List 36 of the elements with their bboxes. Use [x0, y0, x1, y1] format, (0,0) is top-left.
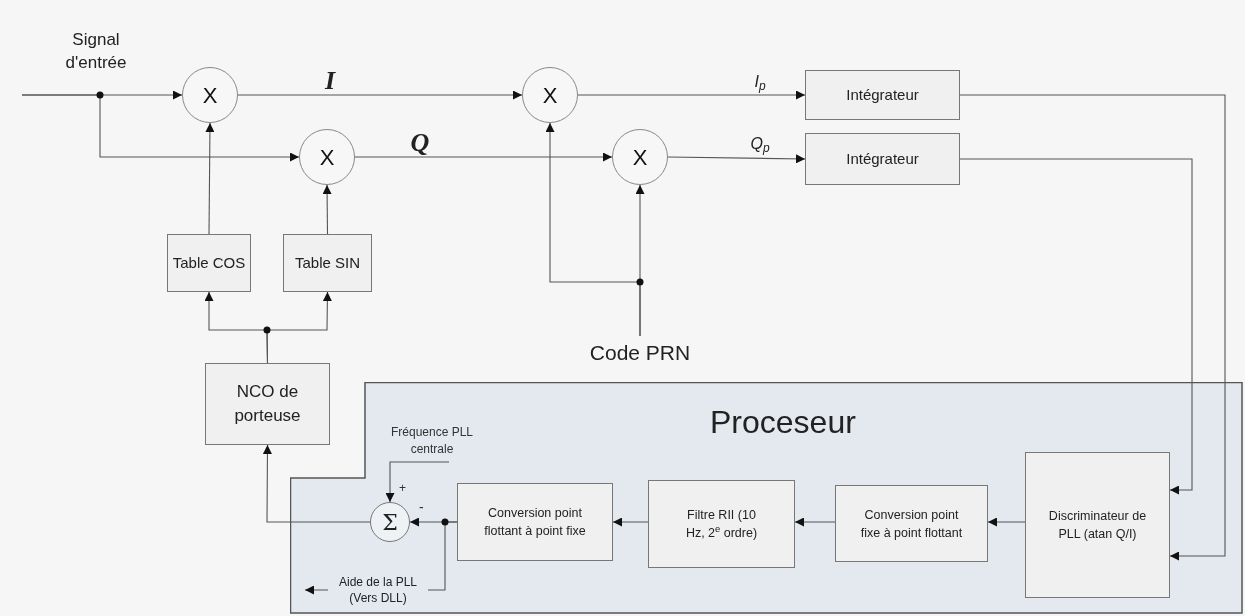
- arrow: [959, 158, 1193, 495]
- process-box: Discriminateur de PLL (atan Q/I): [1025, 452, 1170, 598]
- arrow: [322, 184, 332, 235]
- process-box: Conversion point flottant à point fixe: [457, 483, 613, 561]
- process-box: Intégrateur: [805, 133, 960, 185]
- arrow: [577, 90, 806, 100]
- arrow: [262, 444, 371, 523]
- arrow: [794, 517, 836, 527]
- arrow: [635, 184, 645, 337]
- process-box: Table SIN: [283, 234, 372, 292]
- arrow: [237, 90, 523, 100]
- signal-label: Code PRN: [565, 336, 715, 370]
- input-signal-label: Signal d'entrée: [64, 29, 128, 74]
- process-box: Conversion point fixe à point flottant: [835, 485, 988, 562]
- minus-sign: -: [419, 498, 424, 517]
- edge-label: I: [324, 64, 336, 97]
- process-box: Filtre RII (10 Hz, 2$^{e}$ ordre): [648, 480, 795, 568]
- arrow: [667, 154, 806, 164]
- arrow: [21, 94, 300, 162]
- arrow: [987, 517, 1026, 527]
- arrow: [354, 152, 613, 162]
- process-box: Intégrateur: [805, 70, 960, 120]
- arrow: [266, 291, 332, 364]
- arrow: [612, 517, 649, 527]
- edge-label: Q: [410, 126, 430, 159]
- arrow: [385, 461, 450, 503]
- panel-title: Proceseur: [710, 403, 856, 442]
- edge-label: Aide de la PLL (Vers DLL): [328, 574, 428, 606]
- plus-sign: +: [399, 480, 406, 497]
- input-label: Fréquence PLL centrale: [382, 424, 482, 460]
- edge-label: Q$_{p}$: [750, 134, 770, 156]
- process-box: Table COS: [167, 234, 251, 292]
- arrow: [959, 94, 1226, 561]
- arrow: [205, 122, 215, 235]
- edge-label: I$_{p}$: [754, 72, 766, 94]
- process-box: NCO de porteuse: [205, 363, 330, 445]
